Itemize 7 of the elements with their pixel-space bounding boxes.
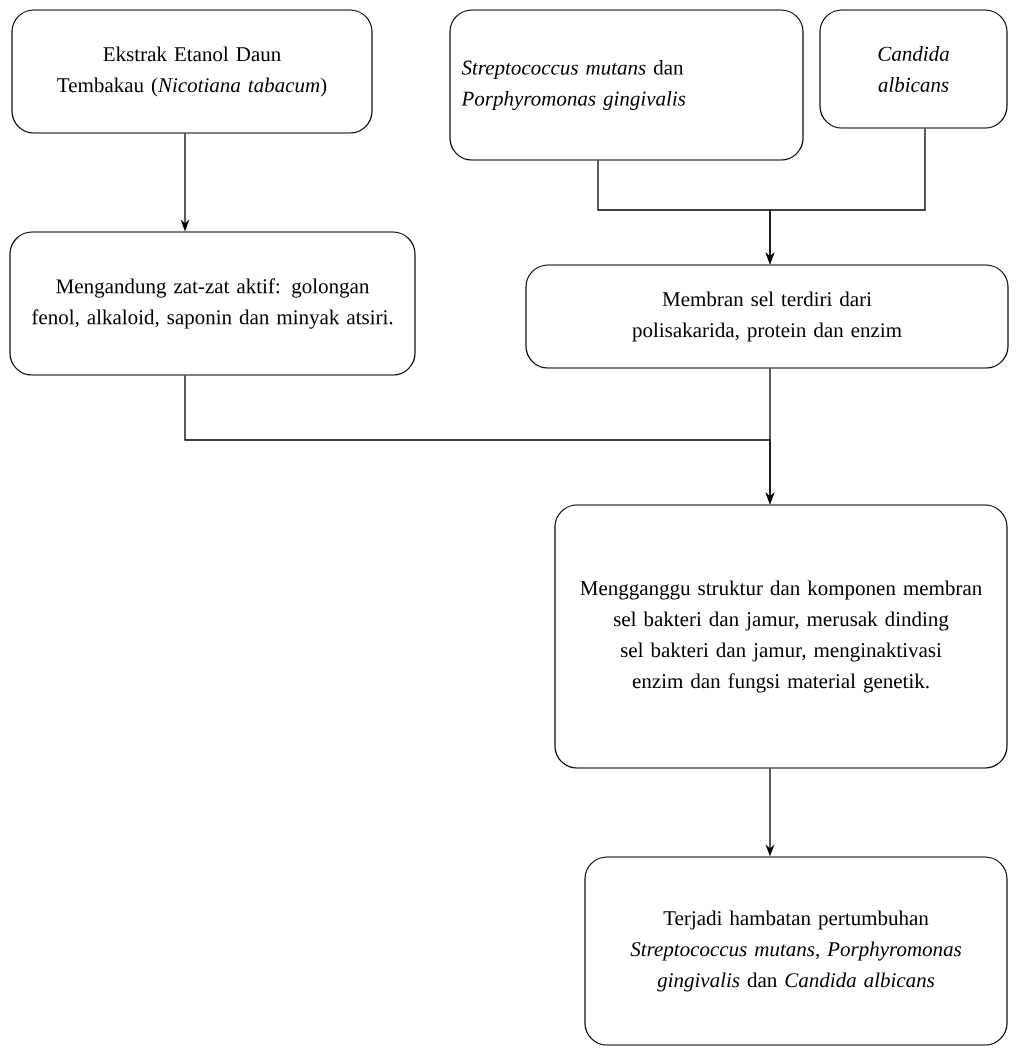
process-box: Terjadi hambatan pertumbuhan Streptococcus mutans, Porphyromonas gingivalis dan Candida albicans bbox=[584, 856, 1008, 1046]
process-box: Mengganggu struktur dan komponen membran sel bakteri dan jamur, merusak dinding sel bakteri dan jamur, menginaktivasi enzim dan fungsi material genetik. bbox=[554, 504, 1008, 769]
process-box: Mengandung zat-zat aktif: golongan fenol, alkaloid, saponin dan minyak atsiri. bbox=[9, 231, 416, 376]
process-box: Ekstrak Etanol Daun Tembakau (Nicotiana tabacum) bbox=[11, 9, 373, 134]
process-box: Streptococcus mutans dan Porphyromonas gingivalis bbox=[449, 9, 804, 161]
process-box: Membran sel terdiri dari polisakarida, protein dan enzim bbox=[525, 264, 1009, 369]
process-box: Candida albicans bbox=[819, 9, 1008, 129]
